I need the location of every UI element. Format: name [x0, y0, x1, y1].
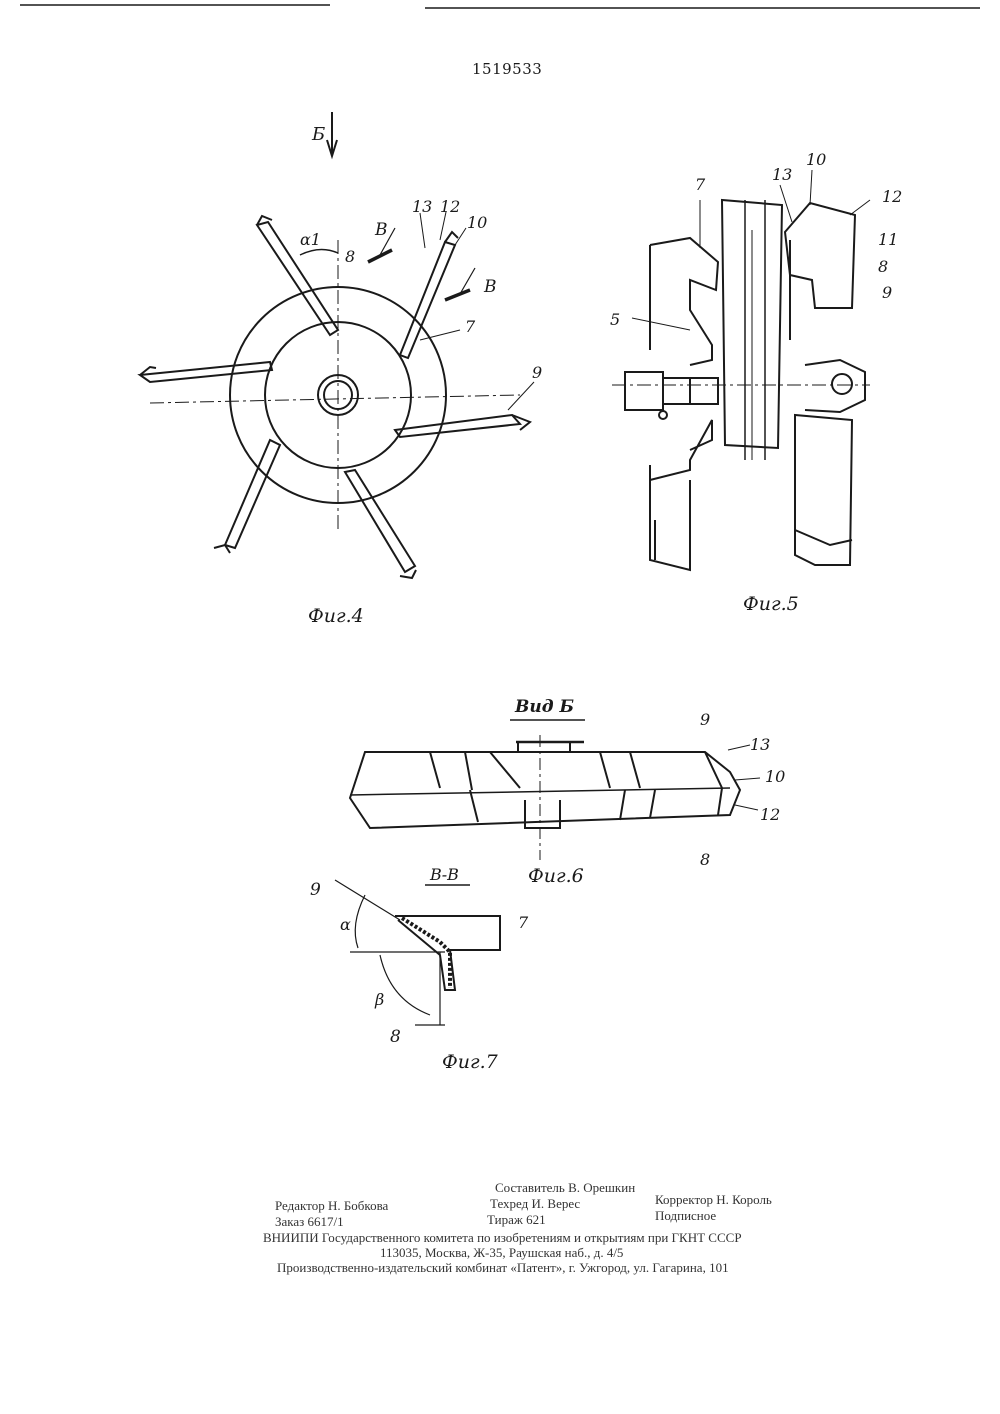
fig4-section-mark-right: В [483, 277, 497, 297]
colophon-address: 113035, Москва, Ж-35, Раушская наб., д. … [380, 1245, 624, 1260]
fig4-callout-8: 8 [345, 247, 355, 266]
fig4-view-arrow-label: Б [311, 124, 325, 145]
fig5-callout-5: 5 [610, 310, 620, 329]
fig6-callout-9: 9 [700, 710, 710, 729]
fig5-callout-9: 9 [882, 283, 892, 302]
colophon-corrector: Корректор Н. Король [655, 1192, 772, 1207]
fig4-drawing [137, 112, 535, 580]
fig5-callout-12: 12 [882, 187, 902, 206]
fig6-drawing [348, 719, 761, 860]
fig5-callout-11: 11 [878, 230, 898, 249]
fig5-callout-13: 13 [772, 165, 792, 184]
colophon-subscription: Подписное [655, 1208, 717, 1223]
fig7-angle-beta: β [374, 990, 384, 1009]
fig5-callout-8: 8 [878, 257, 888, 276]
fig5-caption: Фиг.5 [743, 593, 799, 615]
fig7-callout-8: 8 [390, 1027, 401, 1047]
fig4-caption: Фиг.4 [308, 605, 364, 627]
fig5-callout-7: 7 [695, 175, 706, 194]
colophon-editor: Редактор Н. Бобкова [275, 1198, 389, 1213]
fig7-caption: Фиг.7 [442, 1051, 499, 1073]
fig7-callout-9: 9 [310, 880, 321, 900]
fig6-view-title: Вид Б [514, 697, 574, 717]
fig4-callout-13: 13 [412, 197, 432, 216]
fig4-callout-7: 7 [465, 317, 476, 336]
fig5-drawing [612, 169, 871, 572]
fig4-callout-12: 12 [440, 197, 460, 216]
fig6-callout-8: 8 [700, 850, 710, 869]
colophon-techred: Техред И. Верес [490, 1196, 581, 1211]
fig7-callout-7: 7 [518, 913, 529, 932]
fig6-caption: Фиг.6 [528, 865, 584, 887]
fig7-section-title: В-В [429, 865, 459, 884]
fig7-angle-alpha: α [340, 915, 351, 934]
fig6-callout-13: 13 [750, 735, 770, 754]
fig4-section-mark-top: В [374, 220, 388, 240]
fig7-drawing [334, 879, 501, 1026]
colophon-compiler: Составитель В. Орешкин [495, 1180, 636, 1195]
colophon-order: Заказ 6617/1 [275, 1214, 344, 1229]
colophon-circulation: Тираж 621 [487, 1212, 546, 1227]
colophon-publisher: Производственно-издательский комбинат «П… [277, 1260, 729, 1275]
fig5-callout-10: 10 [806, 150, 826, 169]
fig6-callout-12: 12 [760, 805, 780, 824]
fig4-angle-label: α1 [300, 230, 321, 249]
patent-number: 1519533 [472, 60, 543, 78]
fig4-callout-9: 9 [532, 363, 542, 382]
fig6-callout-10: 10 [765, 767, 785, 786]
colophon-institute: ВНИИПИ Государственного комитета по изоб… [263, 1230, 742, 1245]
fig4-callout-10: 10 [467, 213, 487, 232]
